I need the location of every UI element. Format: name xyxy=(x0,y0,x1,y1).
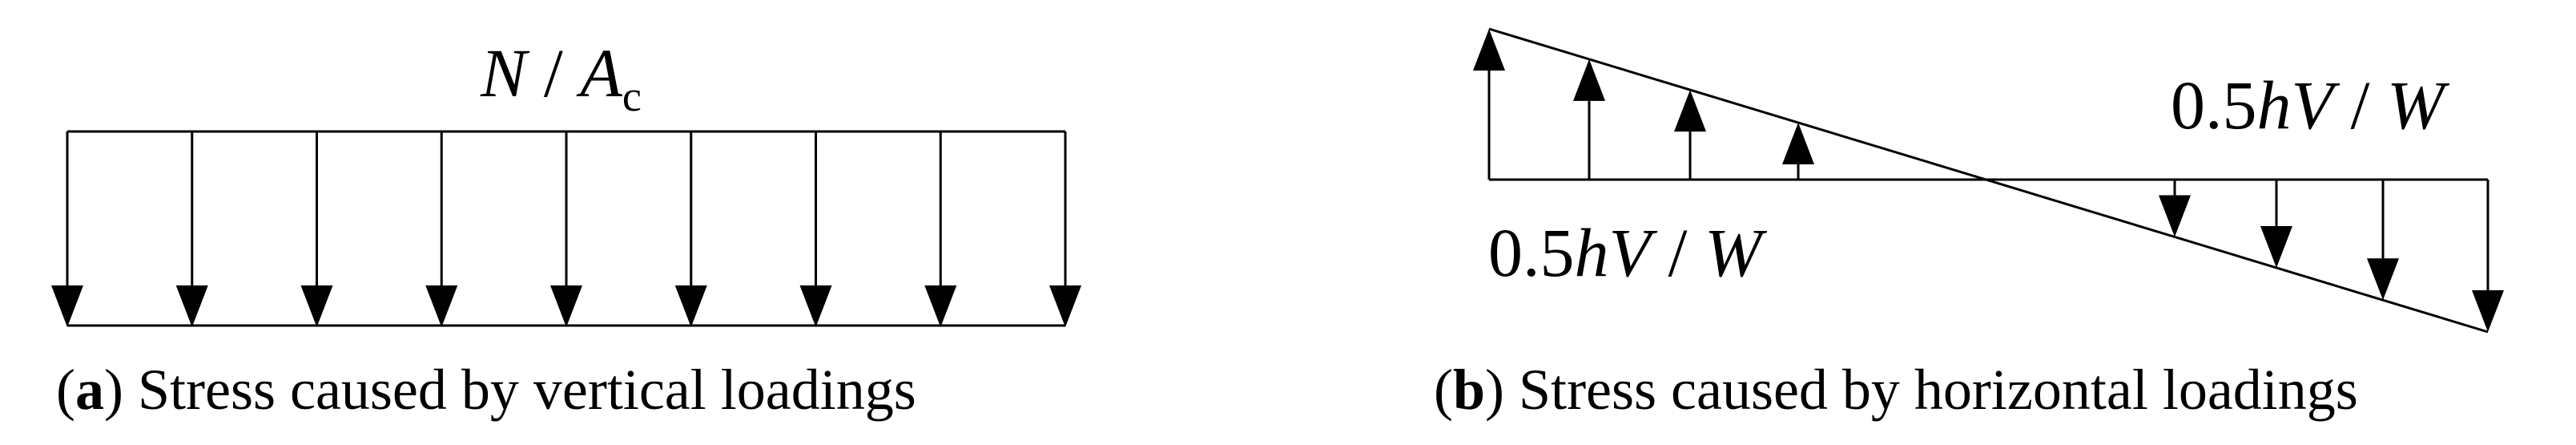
panel-a-arrow-2 xyxy=(175,131,208,327)
panel-a-formula-sep: / xyxy=(526,34,580,111)
panel-b-label-right-sep: / xyxy=(2333,67,2387,144)
panel-a-formula: N / Ac xyxy=(480,34,642,120)
panel-a-arrow-6 xyxy=(674,131,707,327)
panel-b-down-arrow-4 xyxy=(2472,180,2504,332)
panel-b-caption: (b) Stress caused by horizontal loadings xyxy=(1434,358,2358,422)
panel-a-arrow-9 xyxy=(1049,131,1081,327)
panel-b-down-arrow-3 xyxy=(2367,180,2399,301)
panel-b-label-right-den: W xyxy=(2387,67,2450,144)
panel-a-caption-text: Stress caused by vertical loadings xyxy=(123,358,916,422)
panel-b-arrows xyxy=(1473,29,2504,332)
panel-a-formula-n: N xyxy=(480,34,530,111)
panel-a: N / Ac (a) Stress caused by vertical loa… xyxy=(51,34,1081,422)
panel-b-label-left-den: W xyxy=(1705,214,1768,291)
panel-b-label-right-num: 0.5 xyxy=(2171,67,2257,144)
panel-b-label-left-vars: hV xyxy=(1575,214,1658,291)
panel-b-label-left-sep: / xyxy=(1651,214,1705,291)
panel-a-arrow-1 xyxy=(51,131,83,327)
panel-b-up-arrow-4 xyxy=(1782,123,1814,180)
panel-b-down-arrow-1 xyxy=(2159,180,2191,237)
panel-b-down-arrow-2 xyxy=(2260,180,2292,268)
panel-a-caption: (a) Stress caused by vertical loadings xyxy=(56,358,916,422)
panel-a-arrow-3 xyxy=(300,131,333,327)
panel-b-label-left: 0.5hV / W xyxy=(1488,214,1768,291)
panel-a-formula-sub: c xyxy=(622,72,642,120)
panel-b-label-right-vars: hV xyxy=(2257,67,2341,144)
panel-a-arrow-5 xyxy=(550,131,582,327)
panel-b-label-left-num: 0.5 xyxy=(1488,214,1575,291)
panel-b-caption-text: Stress caused by horizontal loadings xyxy=(1504,358,2358,422)
panel-b-caption-letter: b xyxy=(1453,358,1485,422)
panel-b-up-arrow-2 xyxy=(1573,59,1605,180)
panel-b: 0.5hV / W 0.5hV / W (b) Stress caused by… xyxy=(1434,27,2504,422)
panel-a-arrows xyxy=(51,131,1081,327)
panel-a-arrow-4 xyxy=(425,131,458,327)
panel-b-label-right: 0.5hV / W xyxy=(2171,67,2450,144)
panel-a-arrow-8 xyxy=(924,131,957,327)
panel-b-up-arrow-3 xyxy=(1674,90,1706,180)
panel-b-up-arrow-1 xyxy=(1473,29,1505,180)
panel-a-formula-a: A xyxy=(576,34,622,111)
panel-a-caption-letter: a xyxy=(75,358,104,422)
panel-b-stress-line xyxy=(1488,27,2489,334)
panel-a-arrow-7 xyxy=(799,131,832,327)
